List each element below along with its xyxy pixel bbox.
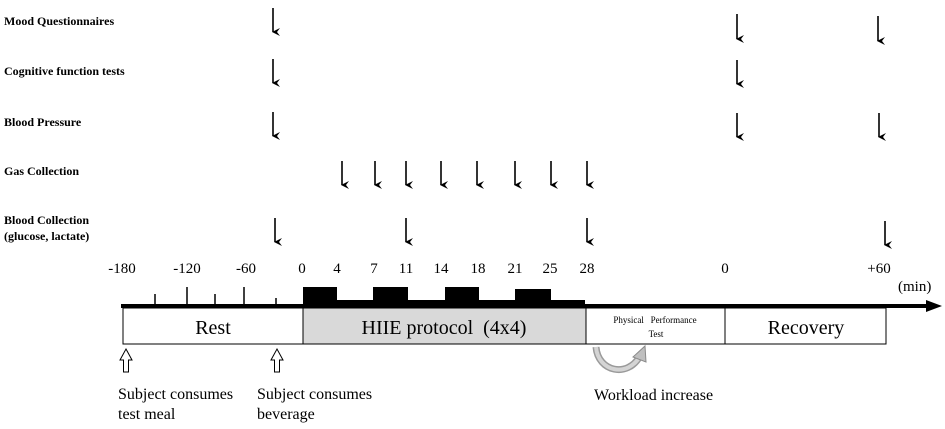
tick-label: +60 [867,261,890,277]
tick-label: 0 [298,261,306,277]
hiie-phase-box [302,307,587,345]
row-label-blood-pressure: Blood Pressure [4,115,82,129]
unit-label: (min) [898,279,931,295]
row-label-blood-collection: Blood Collection [4,213,89,227]
meal-note-line2: test meal [118,406,176,423]
physical-test-phase-box [585,307,726,345]
recovery-phase-box [724,307,887,345]
rest-tick-marks [154,287,277,306]
rest-phase-box [122,307,304,345]
physical-test-label-line2: Test [649,329,664,339]
workload-note: Workload increase [594,387,713,404]
rest-phase-label: Rest [195,317,231,339]
row-label-blood-collection-detail: (glucose, lactate) [4,229,89,243]
beverage-note-line2: beverage [257,406,315,423]
tick-label: 21 [508,261,523,277]
tick-label: 4 [333,261,341,277]
tick-label: 7 [370,261,378,277]
time-axis-arrowhead [926,300,942,312]
tick-label: 14 [434,261,450,277]
tick-label: 0 [721,261,729,277]
beverage-up-arrow-icon [270,347,284,373]
row-label-gas: Gas Collection [4,164,79,178]
tick-label: -120 [173,261,201,277]
workload-curved-arrow-icon [592,344,647,374]
tick-label: 25 [543,261,558,277]
hiie-interval-profile [303,287,585,306]
hiie-phase-label: HIIE protocol (4x4) [362,317,527,339]
beverage-note: Subject consumes [257,386,372,403]
tick-label: -180 [108,261,136,277]
tick-label: -60 [236,261,256,277]
meal-note: Subject consumes [118,386,233,403]
recovery-phase-label: Recovery [768,317,845,339]
tick-label: 28 [580,261,595,277]
meal-up-arrow-icon [119,347,133,373]
sampling-arrows [272,8,892,249]
tick-label: 11 [399,261,413,277]
physical-test-label: Physical Performance [613,315,696,325]
tick-label: 18 [471,261,486,277]
row-label-cognitive: Cognitive function tests [4,64,125,78]
row-label-mood: Mood Questionnaires [4,14,114,28]
